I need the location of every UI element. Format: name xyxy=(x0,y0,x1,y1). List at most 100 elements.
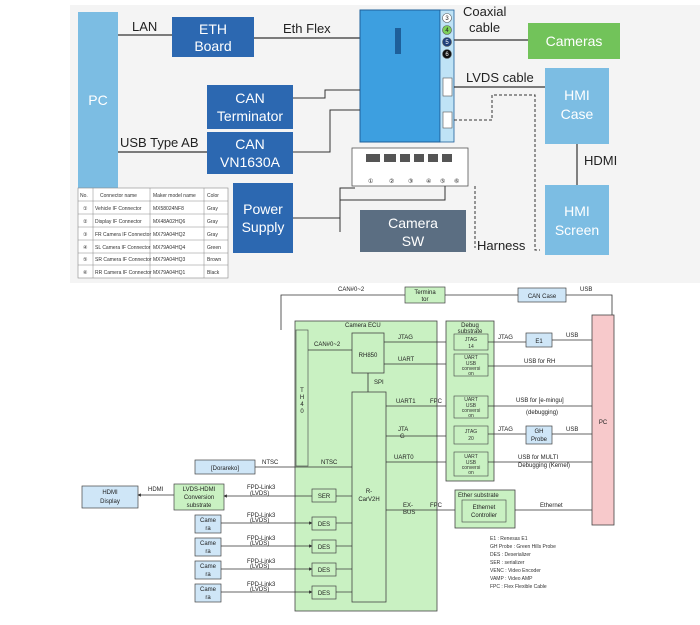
camera-sw-block xyxy=(360,210,466,252)
ethernet-label: Ethernet xyxy=(540,503,563,509)
eth-ctrl-line1: Ethernet xyxy=(473,505,496,511)
table-cell: MX79A04HQ1 xyxy=(153,270,185,276)
legend-item: VAMP : Video AMP xyxy=(490,576,533,582)
dbg-jtag20-line2: 20 xyxy=(468,436,474,442)
fpd-label: (LVDS) xyxy=(250,587,269,593)
hmi-screen-block xyxy=(545,185,609,255)
jtag-gh-label: JTAG xyxy=(498,427,513,433)
rcar-line1: R- xyxy=(366,489,372,495)
jtag-label-2a: JTA xyxy=(398,427,408,433)
lvds-hdmi-line3: substrate xyxy=(187,503,212,509)
jtag-r-label: JTAG xyxy=(498,335,513,341)
jtag-label-1: JTAG xyxy=(398,335,413,341)
connector-6 xyxy=(442,154,452,162)
can-vn-line1: CAN xyxy=(235,136,265,152)
table-cell: RR Camera IF Connector xyxy=(95,270,152,276)
dbg-uart2-line3: conversi xyxy=(462,408,481,414)
th40-char: 4 xyxy=(300,402,304,408)
hdmi-line-label: HDMI xyxy=(148,487,164,493)
dbg-uart3-line3: conversi xyxy=(462,465,481,471)
dbg-uart2-line4: on xyxy=(468,413,474,419)
camera-line1: Came xyxy=(200,518,217,524)
cancase-pc-line xyxy=(566,294,613,315)
table-cell: ③ xyxy=(83,232,88,238)
table-cell: MX79A04HQ4 xyxy=(153,245,185,251)
port-3-label: 3 xyxy=(445,16,449,22)
ethernet-controller xyxy=(461,499,507,523)
table-cell: ④ xyxy=(83,245,88,251)
spi-label: SPI xyxy=(374,380,384,386)
port-4-label: 4 xyxy=(445,28,449,34)
camera-line1: Came xyxy=(200,587,217,593)
pc-label: PC xyxy=(88,92,107,108)
des-label: DES xyxy=(318,568,330,574)
fpc-label-1: FPC xyxy=(430,399,443,405)
lan-label: LAN xyxy=(132,19,157,34)
hmi-screen-line2: Screen xyxy=(555,222,599,238)
table-cell: Brown xyxy=(207,257,221,263)
connector-2 xyxy=(384,154,396,162)
des-box xyxy=(311,539,337,554)
ser-label: SER xyxy=(318,494,331,500)
eth-board-line1: ETH xyxy=(199,21,227,37)
uart-label-2: UART1 xyxy=(396,399,416,405)
ntsc-label-2: NTSC xyxy=(321,460,338,466)
can-vn-block xyxy=(207,132,293,174)
abbreviation-legend: E1 : Renesas E1 GH Probe : Green Hills P… xyxy=(490,536,556,590)
table-cell: Gray xyxy=(207,206,218,212)
uart-label-1: UART xyxy=(398,357,415,363)
power-line1: Power xyxy=(243,201,283,217)
hmi-case-line2: Case xyxy=(561,106,594,122)
terminator-line1: Termina xyxy=(414,290,436,296)
table-cell: MX79A04HQ3 xyxy=(153,257,185,263)
camera-sw-line1: Camera xyxy=(388,215,438,231)
des-label: DES xyxy=(318,591,330,597)
eth-board-line2: Board xyxy=(194,38,231,54)
ser-box xyxy=(311,488,337,503)
fpd-label: FPD-Link3 xyxy=(247,513,276,519)
coaxial-label-1: Coaxial xyxy=(463,4,506,19)
port-6-icon xyxy=(442,49,452,59)
table-cell: Green xyxy=(207,245,221,251)
table-header-name: Connector name xyxy=(100,193,137,199)
camera-sw-line2: SW xyxy=(402,233,425,249)
camera-box xyxy=(194,583,222,603)
usb-multi-label: USB for MULTI xyxy=(518,455,559,461)
fpd-label: FPD-Link3 xyxy=(247,485,276,491)
camera-sw-line xyxy=(339,186,446,232)
hmi-case-block xyxy=(545,68,609,144)
legend-item: FPC : Flex Flexible Cable xyxy=(490,584,547,590)
table-cell: MX48A02HQ6 xyxy=(153,219,185,225)
hdmi-display-line1: HDMI xyxy=(102,490,118,496)
dbg-uart2 xyxy=(453,395,489,419)
ntsc-label-1: NTSC xyxy=(262,460,279,466)
dbg-uart2-line2: USB xyxy=(466,403,477,409)
connector-5 xyxy=(428,154,438,162)
camera-line2: ra xyxy=(205,595,211,601)
table-cell: ⑥ xyxy=(83,270,88,276)
dbg-jtag20 xyxy=(453,425,489,445)
can-top-label: CAN#0~2 xyxy=(338,287,365,293)
dbg-uart1-line2: USB xyxy=(466,361,477,367)
des-box xyxy=(311,562,337,577)
dbg-jtag20-line1: JTAG xyxy=(465,429,478,435)
debugging-label: (debugging) xyxy=(526,410,558,416)
usb-rh-label: USB for RH xyxy=(524,359,555,365)
lvds-hdmi-box xyxy=(173,483,225,511)
can-top-line xyxy=(280,294,405,330)
connector-number-5: ⑤ xyxy=(440,178,445,185)
gh-line1: GH xyxy=(535,429,544,435)
port-3-icon xyxy=(442,13,452,23)
th40-block xyxy=(295,329,309,467)
eth-flex-label: Eth Flex xyxy=(283,21,331,36)
table-header-color: Color xyxy=(207,193,219,199)
ecu-slot xyxy=(395,28,401,54)
can-vn-line xyxy=(293,109,360,153)
fpd-label: (LVDS) xyxy=(250,491,269,497)
fpc-label-2: FPC xyxy=(430,503,443,509)
debug-line1: Debug xyxy=(461,323,479,329)
terminator-line2: tor xyxy=(421,297,428,303)
camera-line1: Came xyxy=(200,541,217,547)
table-cell: Black xyxy=(207,270,220,276)
dbg-uart3-line4: on xyxy=(468,470,474,476)
